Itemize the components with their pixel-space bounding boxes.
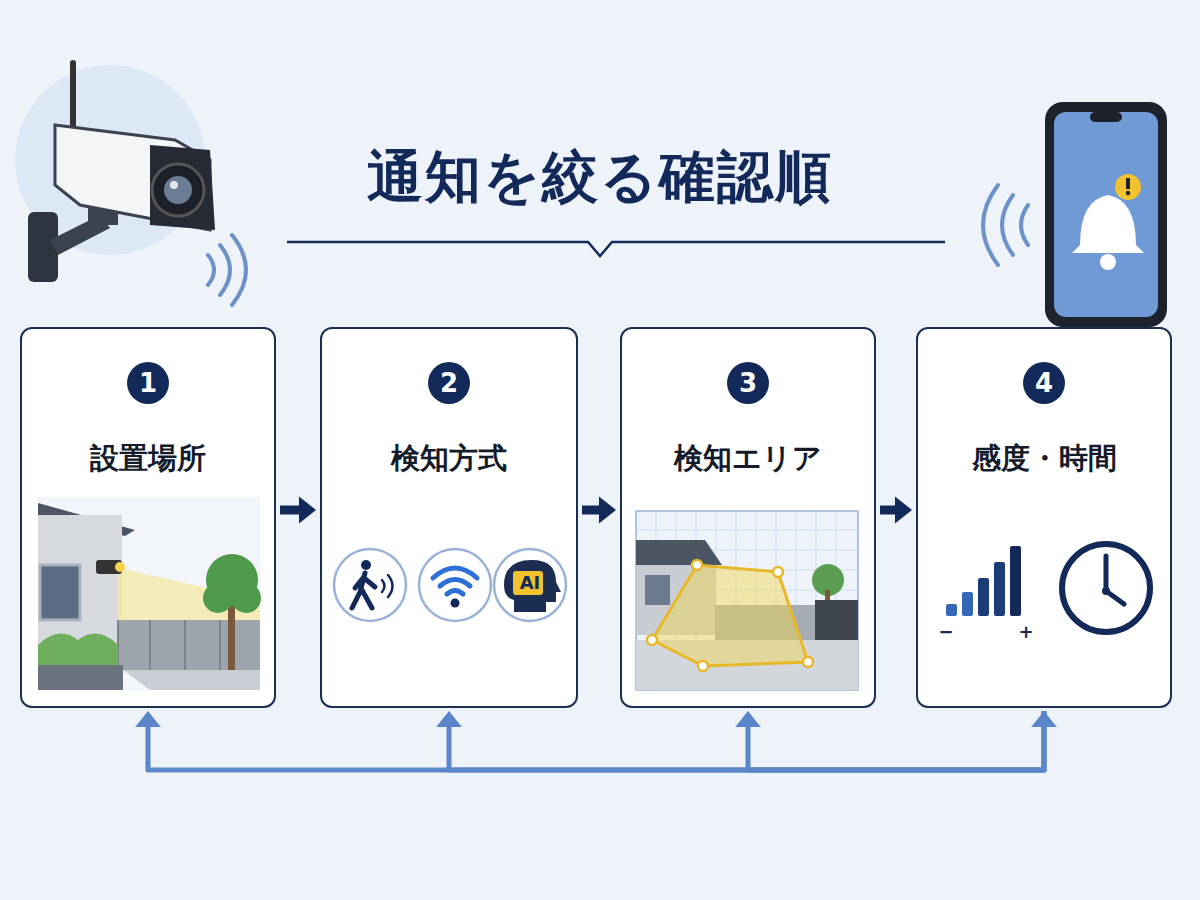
step-heading: 検知方式 (322, 439, 576, 479)
connector (735, 711, 1044, 770)
step-number: 1 (127, 362, 169, 404)
step-heading: 設置場所 (22, 439, 274, 479)
connector (582, 496, 616, 523)
step-heading: 検知エリア (622, 439, 874, 479)
icon-label: + (1018, 620, 1034, 644)
detection-icons (334, 549, 566, 621)
connector (280, 496, 316, 523)
camera-icon (15, 60, 246, 305)
step-heading: 感度・時間 (918, 439, 1170, 479)
step-card: 1 設置場所 (20, 327, 276, 708)
step-number: 3 (727, 362, 769, 404)
connector (135, 711, 1057, 770)
icon-label: AI (515, 571, 545, 595)
detection-area (636, 511, 858, 690)
step-number: 4 (1023, 362, 1065, 404)
step-card: 3 検知エリア (620, 327, 876, 708)
connector (436, 711, 1044, 770)
step-card: 2 検知方式 (320, 327, 578, 708)
step-number: 2 (428, 362, 470, 404)
step-card: 4 感度・時間 (916, 327, 1172, 708)
title-underline (287, 242, 945, 256)
house-scene (38, 497, 261, 690)
phone-icon (983, 102, 1167, 327)
sensitivity-time (946, 544, 1150, 632)
icon-label: − (938, 620, 954, 644)
connector (880, 496, 912, 523)
diagram-title: 通知を絞る確認順 (0, 140, 1200, 216)
